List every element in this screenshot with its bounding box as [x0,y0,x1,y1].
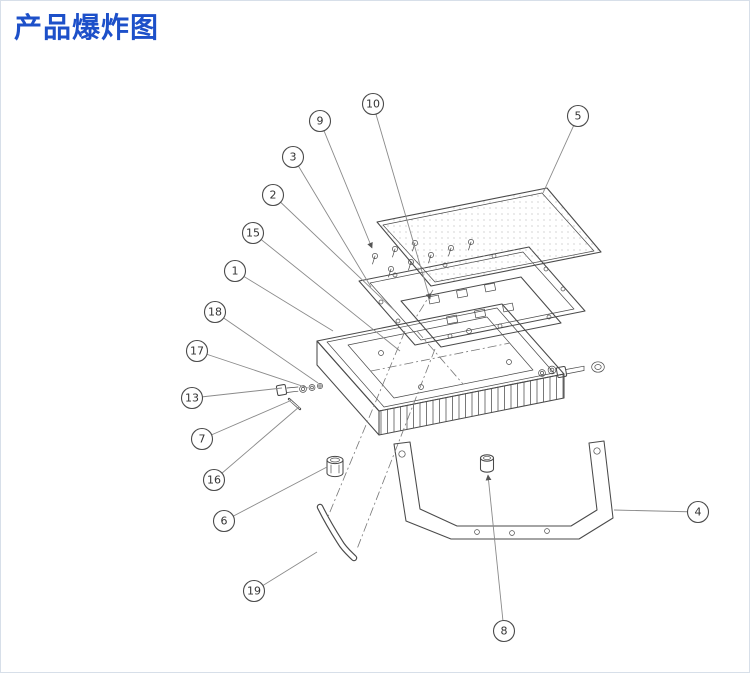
callout-10: 10 [361,92,432,300]
callout-19: 19 [242,551,318,603]
page-title: 产品爆炸图 [14,12,160,43]
callout-9: 9 [308,109,373,249]
callout-18: 18 [203,300,319,384]
led-plate [400,276,562,348]
svg-text:13: 13 [185,392,199,405]
callout-17: 17 [185,339,309,389]
svg-text:18: 18 [208,306,222,319]
callout-4: 4 [613,500,710,524]
svg-text:2: 2 [270,189,277,202]
heatsink-fins [379,374,564,435]
bolt-washer-group-left [275,383,323,411]
callouts: 1 2 3 4 5 [180,92,710,643]
bolt-washer-group-right [538,361,605,379]
callout-7: 7 [190,399,293,451]
callout-3: 3 [281,145,372,288]
callout-8: 8 [485,474,516,643]
svg-text:16: 16 [207,474,221,487]
svg-text:5: 5 [575,110,582,123]
svg-text:17: 17 [190,345,204,358]
svg-text:19: 19 [247,585,261,598]
callout-1: 1 [223,259,334,332]
svg-text:1: 1 [232,265,239,278]
callout-16: 16 [202,406,300,492]
adjust-knob [479,454,495,473]
svg-text:4: 4 [695,506,702,519]
svg-text:15: 15 [246,227,260,240]
callout-6: 6 [212,466,328,533]
svg-text:9: 9 [317,115,324,128]
svg-text:3: 3 [290,151,297,164]
callout-2: 2 [261,183,396,312]
mounting-bracket [393,440,614,540]
handle-rod [316,503,358,562]
svg-text:6: 6 [221,515,228,528]
glass-panel [376,187,602,287]
svg-text:7: 7 [199,433,206,446]
plug-cap [326,455,344,478]
callout-15: 15 [241,221,401,352]
callout-13: 13 [180,386,283,410]
housing-body [316,303,565,436]
callout-5: 5 [542,104,590,194]
svg-text:8: 8 [501,625,508,638]
svg-text:10: 10 [366,98,380,111]
